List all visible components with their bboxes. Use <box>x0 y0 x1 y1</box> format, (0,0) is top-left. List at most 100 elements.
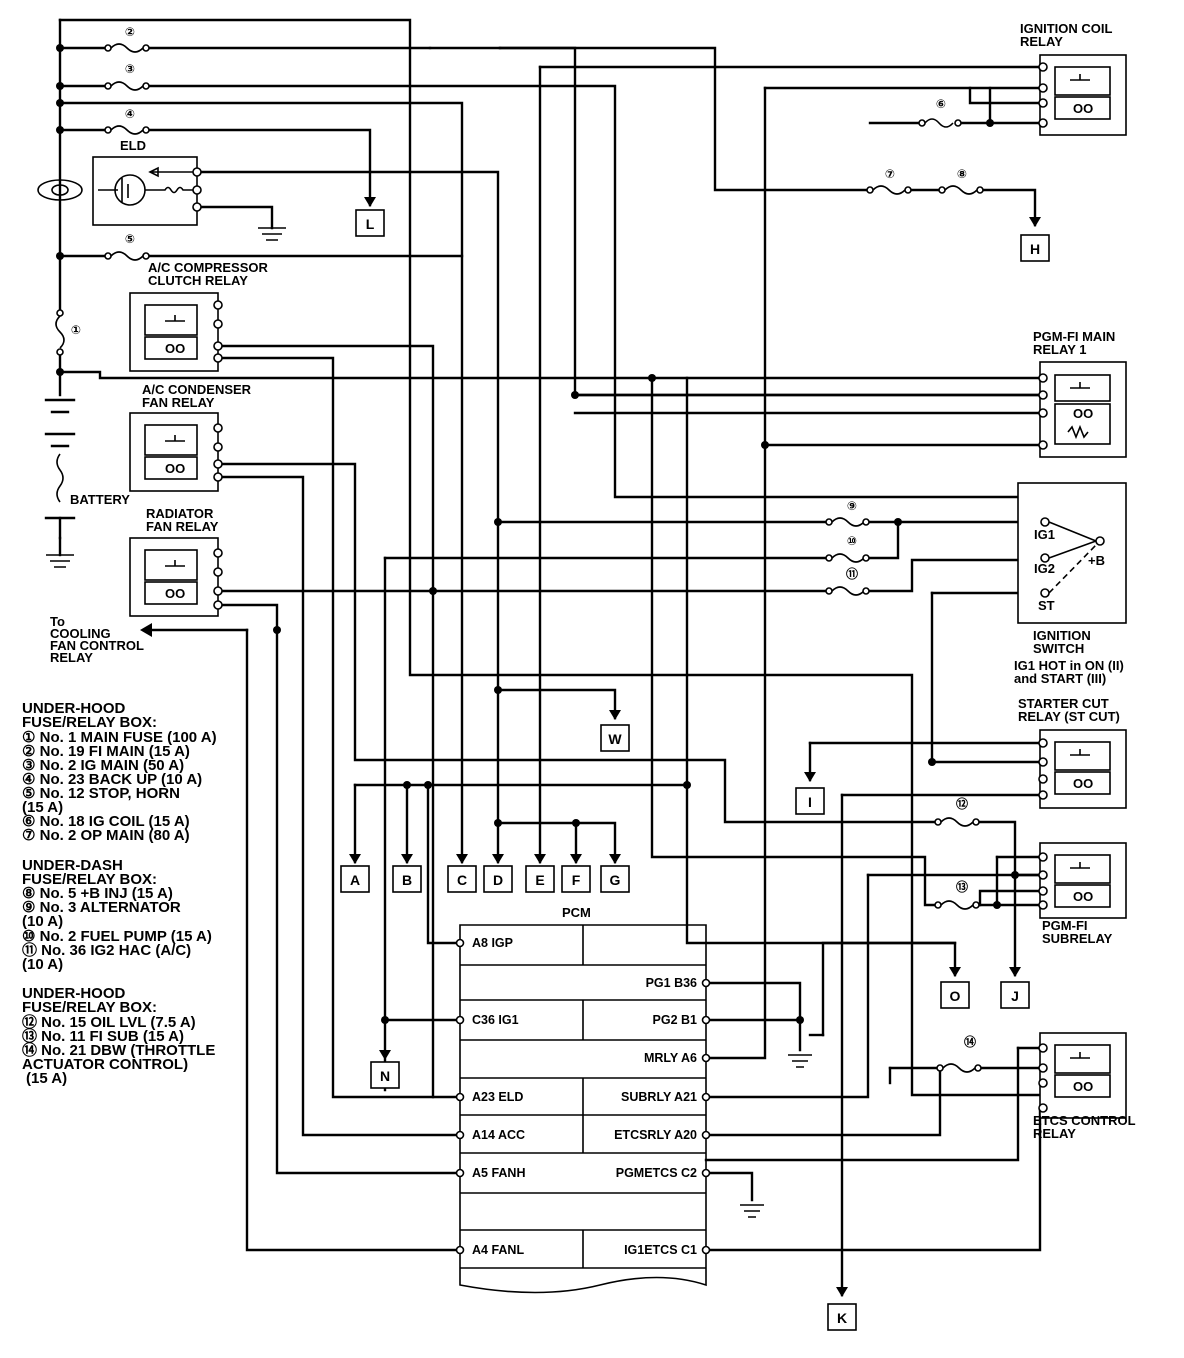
ground-icon <box>740 1204 764 1218</box>
pcm-label: PCM <box>562 905 591 920</box>
pcm-pin-pgmetcs-c2: PGMETCS C2 <box>616 1166 697 1180</box>
ignition-coil-relay-label-1: IGNITION COIL <box>1020 21 1113 36</box>
legend-item: ④ No. 23 BACK UP (10 A) <box>22 771 202 788</box>
fuse-10 <box>825 553 870 563</box>
legend-underhood2-title-2: FUSE/RELAY BOX: <box>22 999 157 1016</box>
ac-compressor-label-1: A/C COMPRESSOR <box>148 260 269 275</box>
svg-text:F: F <box>572 872 581 888</box>
ac-compressor-label-2: CLUTCH RELAY <box>148 273 248 288</box>
fuse-9 <box>825 517 870 527</box>
fuse-11 <box>825 586 870 596</box>
ig1-hot-note-1: IG1 HOT in ON (II) <box>1014 658 1124 673</box>
pgm-fi-sub-label-2: SUBRELAY <box>1042 931 1113 946</box>
radiator-fan-label-2: FAN RELAY <box>146 519 219 534</box>
arrowheads <box>349 197 1041 1297</box>
relay-ignition-coil: OO <box>1038 54 1127 136</box>
ignition-coil-relay-label-2: RELAY <box>1020 34 1063 49</box>
fuse-number-11: ⑪ <box>846 566 858 581</box>
svg-text:J: J <box>1011 988 1019 1004</box>
legend-underhood1-title-1: UNDER-HOOD <box>22 700 125 717</box>
pcm-pin-a4-fanl: A4 FANL <box>472 1243 524 1257</box>
eld-unit: ELD <box>37 138 202 226</box>
legend-item: ⑤ No. 12 STOP, HORN <box>22 785 180 802</box>
legend-item: ② No. 19 FI MAIN (15 A) <box>22 743 190 760</box>
ground-icon <box>258 227 286 241</box>
pgm-fi-sub-label-1: PGM-FI <box>1042 918 1088 933</box>
ig1-terminal: IG1 <box>1034 527 1055 542</box>
svg-text:OO: OO <box>1073 101 1093 116</box>
connectors: L H W I A B C D E F G N O J K <box>340 209 1050 1331</box>
st-terminal: ST <box>1038 598 1055 613</box>
connector-E: E <box>525 865 555 893</box>
fuse-1 <box>55 309 65 356</box>
fuse-number-3: ③ <box>125 62 135 76</box>
fuse-number-12: ⑫ <box>956 796 968 811</box>
connector-K: K <box>827 1303 857 1331</box>
connector-H: H <box>1020 234 1050 262</box>
ground-icon <box>46 536 74 568</box>
svg-text:D: D <box>493 872 503 888</box>
fuses <box>55 43 984 1073</box>
junctions <box>56 44 1047 1024</box>
cooling-fan-label-3: FAN CONTROL <box>50 638 144 653</box>
ignition-switch <box>1017 482 1127 624</box>
ignition-switch-label-1: IGNITION <box>1033 628 1091 643</box>
legend-item: ⑧ No. 5 +B INJ (15 A) <box>22 885 173 902</box>
battery-label: BATTERY <box>70 492 130 507</box>
pcm-pin-a8-igp: A8 IGP <box>472 936 513 950</box>
relay-etcs-control: OO <box>1038 1032 1127 1119</box>
cooling-fan-label-4: RELAY <box>50 650 93 665</box>
connector-I: I <box>795 787 825 815</box>
legend-item: ③ No. 2 IG MAIN (50 A) <box>22 757 184 774</box>
connector-B: B <box>392 865 422 893</box>
fuse-number-8: ⑧ <box>957 167 967 181</box>
relay-pgm-fi-main: OO <box>1038 361 1127 458</box>
fuse-number-13: ⑬ <box>956 879 968 894</box>
legend-item: ⑥ No. 18 IG COIL (15 A) <box>22 813 190 830</box>
connector-D: D <box>483 865 513 893</box>
legend-item: (10 A) <box>22 956 63 973</box>
pcm-pin-mrly-a6: MRLY A6 <box>644 1051 697 1065</box>
svg-text:OO: OO <box>165 586 185 601</box>
fuse-14 <box>936 1063 982 1073</box>
legend-item: ⑭ No. 21 DBW (THROTTLE <box>22 1041 215 1059</box>
svg-text:O: O <box>950 988 961 1004</box>
fuse-8 <box>938 185 984 195</box>
svg-text:G: G <box>610 872 621 888</box>
svg-text:L: L <box>366 216 375 232</box>
fuse-number-14: ⑭ <box>964 1034 976 1049</box>
pcm-pin-c36-ig1: C36 IG1 <box>472 1013 519 1027</box>
fuse-number-9: ⑨ <box>847 499 857 513</box>
relay-ac-condenser: OO <box>129 412 223 492</box>
battery-icon: BATTERY <box>44 398 130 540</box>
legend-item: ⑬ No. 11 FI SUB (15 A) <box>22 1027 184 1045</box>
svg-text:K: K <box>837 1310 847 1326</box>
fuse-number-10: ⑩ <box>847 534 857 548</box>
pcm-pin-pg2-b1: PG2 B1 <box>653 1013 698 1027</box>
etcs-control-label-1: ETCS CONTROL <box>1033 1113 1136 1128</box>
legend-item: (15 A) <box>26 1070 67 1087</box>
legend-item: ⑫ No. 15 OIL LVL (7.5 A) <box>22 1013 196 1031</box>
svg-text:A: A <box>350 872 360 888</box>
svg-text:OO: OO <box>1073 889 1093 904</box>
relay-radiator-fan: OO <box>129 537 223 617</box>
cooling-fan-label-2: COOLING <box>50 626 111 641</box>
legend-item: (15 A) <box>22 799 63 816</box>
legend-item: (10 A) <box>22 913 63 930</box>
eld-label: ELD <box>120 138 146 153</box>
svg-text:I: I <box>808 794 812 810</box>
starter-cut-label-2: RELAY (ST CUT) <box>1018 709 1120 724</box>
fuse-3 <box>104 81 150 91</box>
svg-text:OO: OO <box>1073 1079 1093 1094</box>
svg-text:C: C <box>457 872 467 888</box>
pcm-pin-a14-acc: A14 ACC <box>472 1128 525 1142</box>
svg-text:OO: OO <box>1073 406 1093 421</box>
cooling-fan-label-1: To <box>50 614 65 629</box>
labels: IGNITION COIL RELAY A/C COMPRESSOR CLUTC… <box>50 21 1136 1257</box>
connector-F: F <box>561 865 591 893</box>
ig1-hot-note-2: and START (III) <box>1014 671 1106 686</box>
pcm-box <box>455 924 711 1294</box>
fuse-13 <box>934 900 980 910</box>
legend-item: ① No. 1 MAIN FUSE (100 A) <box>22 729 217 746</box>
fuse-5 <box>104 251 150 261</box>
